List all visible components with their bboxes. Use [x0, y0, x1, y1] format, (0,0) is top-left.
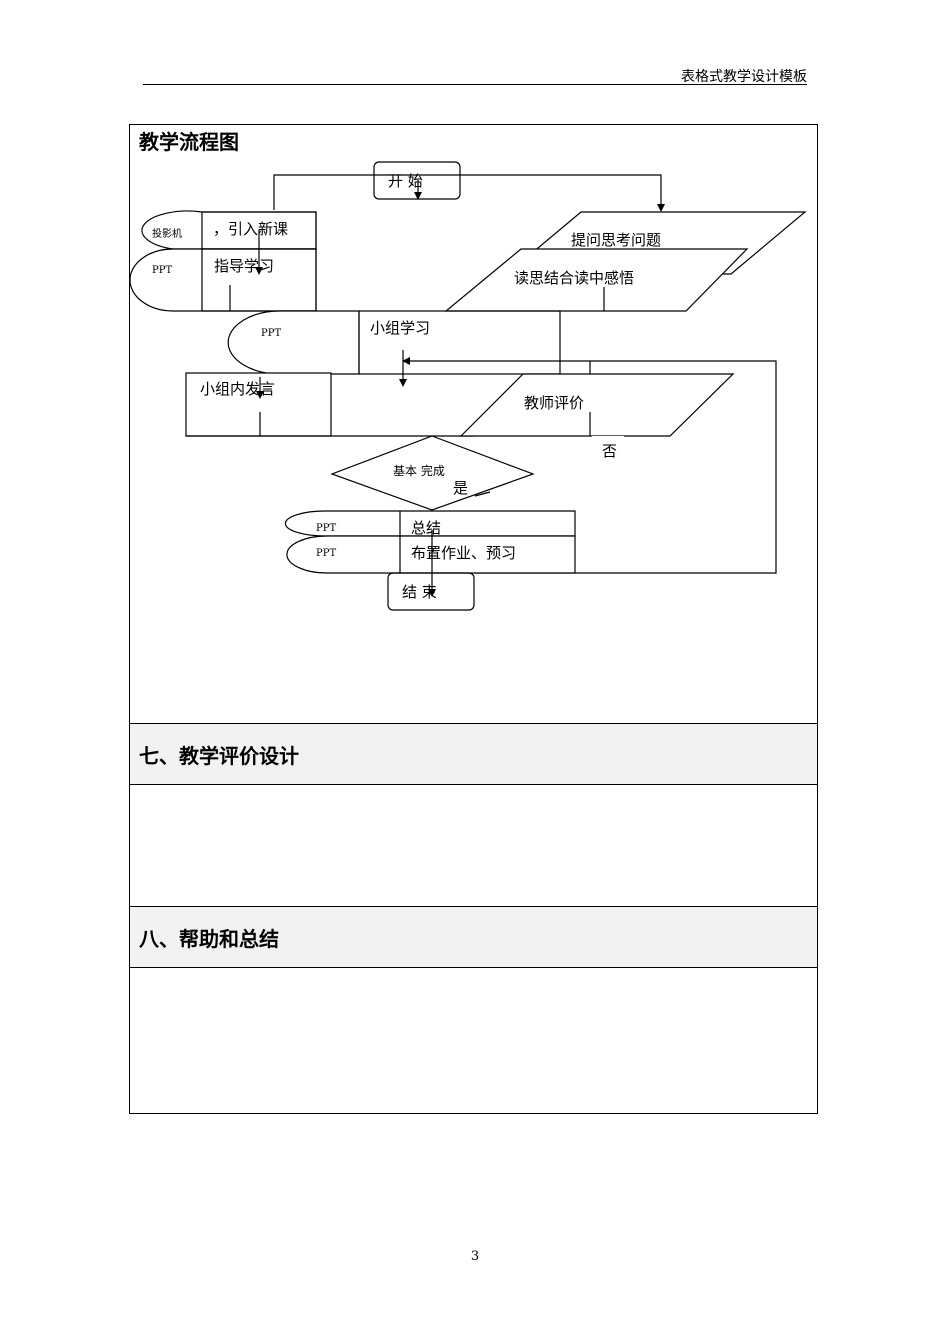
ppt-label-4: PPT: [316, 548, 336, 559]
speak-box: [185, 372, 332, 437]
ask-label: 提问思考问题: [571, 231, 661, 249]
speak-label: 小组内发言: [200, 380, 275, 398]
read-label: 读思结合读中感悟: [514, 269, 634, 287]
ppt-label-1: PPT: [152, 265, 172, 276]
start-label: 开 始: [388, 172, 423, 190]
eval-section-header: 七、教学评价设计: [130, 723, 817, 785]
yes-tick: [474, 491, 491, 497]
summary-section-body: [130, 968, 817, 1113]
ppt-label-3: PPT: [316, 523, 336, 534]
no-label: 否: [602, 442, 617, 460]
page-number: 3: [470, 1249, 480, 1264]
intro-label: ，引入新课: [213, 220, 288, 238]
design-table: 教学流程图: [129, 124, 818, 1114]
guide-label: 指导学习: [214, 257, 274, 275]
ppt-homework-shape: [286, 535, 576, 574]
projector-label: 投影机: [152, 227, 182, 240]
decision-shape: [330, 435, 535, 511]
summary-section-title: 八、帮助和总结: [139, 927, 279, 951]
yes-label: 是: [453, 479, 468, 497]
flowchart-title: 教学流程图: [139, 130, 239, 154]
flowchart-section: 教学流程图: [130, 125, 817, 723]
flowchart: 开 始 ，引入新课 指导学习 提问思考问题 读思结合读中感悟 小组学习 小组内发…: [130, 161, 807, 611]
no-label-bg: [592, 436, 624, 466]
decision-label: 基本 完成: [393, 463, 445, 478]
group-label: 小组学习: [370, 319, 430, 337]
teacher-eval-shape: [459, 373, 735, 437]
ppt-group-shape: [227, 310, 360, 375]
eval-section-body: [130, 785, 817, 906]
projector-shape: [141, 210, 317, 250]
homework-label: 布置作业、预习: [411, 544, 516, 562]
ppt-guide-shape: [130, 248, 317, 312]
end-node: [387, 572, 475, 611]
header-rule: [143, 84, 807, 85]
eval-section-title: 七、教学评价设计: [139, 744, 299, 768]
conclude-label: 总结: [411, 519, 441, 537]
branch-connector: [273, 174, 665, 212]
teacher-eval-label: 教师评价: [524, 394, 584, 412]
summary-section-header: 八、帮助和总结: [130, 906, 817, 968]
group-box: [358, 310, 561, 375]
read-shape: [444, 248, 749, 312]
end-label: 结 束: [402, 583, 437, 601]
ppt-label-2: PPT: [261, 328, 281, 339]
header-title: 表格式教学设计模板: [681, 69, 807, 85]
